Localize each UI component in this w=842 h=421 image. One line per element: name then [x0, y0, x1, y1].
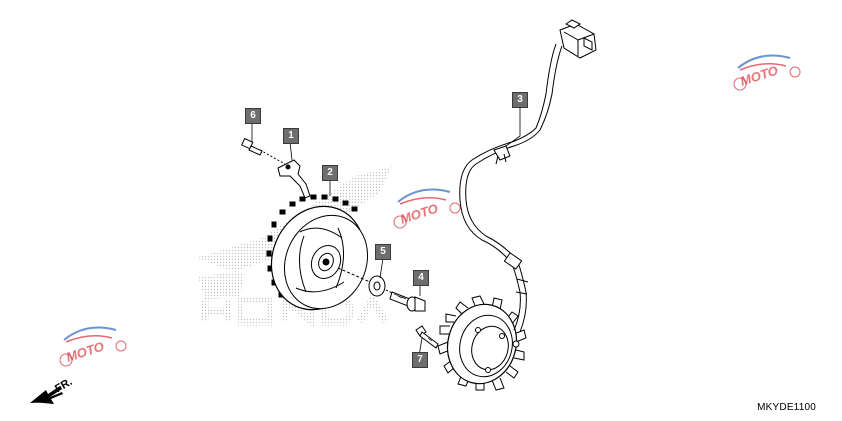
watermark-text: MOTO [738, 63, 780, 89]
watermark-text: MOTO [398, 201, 440, 227]
callout-7: 7 [412, 352, 428, 368]
stator [437, 295, 527, 391]
pickup-bracket [259, 149, 311, 199]
coupler-connector [559, 19, 597, 59]
moto-watermark-logo [393, 188, 461, 229]
watermark-text: MOTO [64, 339, 106, 365]
flange-bolt [385, 289, 426, 312]
washer [337, 267, 386, 297]
moto-watermark-logo [59, 326, 127, 367]
callout-2: 2 [322, 165, 338, 181]
callout-3: 3 [512, 92, 528, 108]
bolt-6 [241, 137, 263, 156]
callout-1: 1 [283, 128, 299, 144]
callout-6: 6 [245, 108, 261, 124]
callout-4: 4 [413, 270, 429, 286]
flywheel [266, 194, 369, 311]
moto-watermark-logo [733, 54, 801, 91]
stator-wire-harness [459, 43, 563, 333]
diagram-code: MKYDE1100 [757, 402, 816, 413]
callout-5: 5 [375, 244, 391, 260]
left-down-arrow-icon [30, 386, 63, 404]
